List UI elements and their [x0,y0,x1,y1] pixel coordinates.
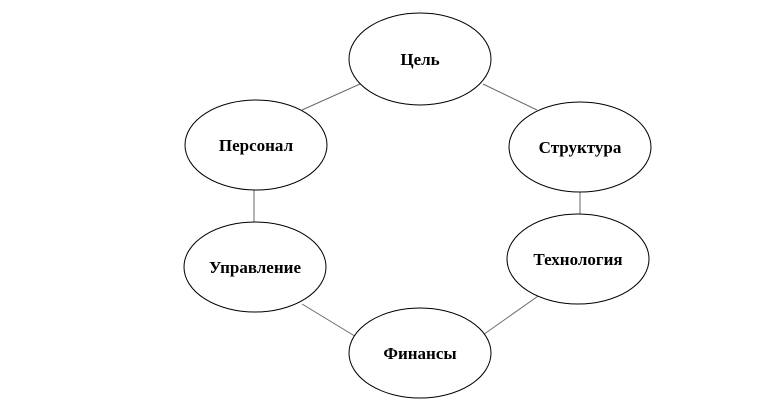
node-management: Управление [183,221,327,313]
node-personnel-shape [184,99,328,191]
edge-finance-management [301,303,359,339]
edge-personnel-goal [301,83,361,111]
node-finance-shape [348,307,492,399]
node-personnel: Персонал [184,99,328,191]
node-finance-label: Финансы [383,344,456,363]
edge-technology-finance [479,293,542,338]
node-goal-shape [348,12,492,106]
node-structure-label: Структура [539,138,622,157]
node-finance: Финансы [348,307,492,399]
node-goal-label: Цель [400,50,439,69]
node-management-shape [183,221,327,313]
node-goal: Цель [348,12,492,106]
node-structure: Структура [508,101,652,193]
node-technology: Технология [506,213,650,305]
node-structure-shape [508,101,652,193]
edge-goal-structure [482,83,538,111]
node-technology-label: Технология [533,250,622,269]
diagram-edges [253,83,581,339]
node-personnel-label: Персонал [219,136,294,155]
node-management-label: Управление [209,258,301,277]
node-technology-shape [506,213,650,305]
